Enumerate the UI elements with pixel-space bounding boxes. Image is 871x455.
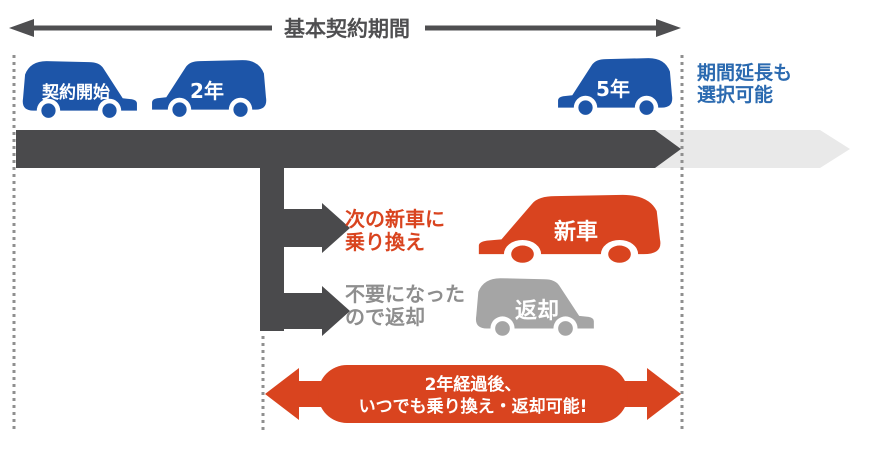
right-arrowhead-icon — [656, 19, 681, 37]
branch-arrow-return-icon — [284, 286, 350, 336]
branch-connector — [260, 168, 350, 336]
extension-arrow — [655, 130, 850, 168]
return-text-line1: 不要になった — [345, 282, 465, 306]
basic-period-arrow — [9, 19, 681, 37]
return-text-line2: ので返却 — [345, 305, 425, 329]
anytime-banner-pill — [318, 365, 628, 423]
branch-arrow-swap-icon — [284, 203, 350, 253]
anytime-right-arrowhead-icon — [621, 368, 681, 420]
timeline-arrow — [16, 130, 681, 168]
car-5year-label: 5年 — [596, 77, 630, 101]
anytime-swap-arrow — [265, 365, 681, 423]
anytime-left-arrowhead-icon — [265, 368, 325, 420]
anytime-banner-line2: いつでも乗り換え・返却可能! — [359, 396, 588, 417]
contract-start-car-label: 契約開始 — [41, 82, 110, 103]
extension-note-line1: 期間延長も — [697, 62, 792, 84]
anytime-banner-line1: 2年経過後、 — [425, 374, 522, 395]
swap-text-line2: 乗り換え — [345, 230, 425, 254]
return-car-label: 返却 — [515, 299, 559, 324]
diagram-title: 基本契約期間 — [284, 17, 410, 41]
extension-note-line2: 選択可能 — [697, 83, 773, 106]
swap-text-line1: 次の新車に — [345, 207, 445, 231]
new-car-label: 新車 — [554, 219, 598, 245]
car-2year-label: 2年 — [190, 79, 224, 103]
left-arrowhead-icon — [9, 19, 34, 37]
